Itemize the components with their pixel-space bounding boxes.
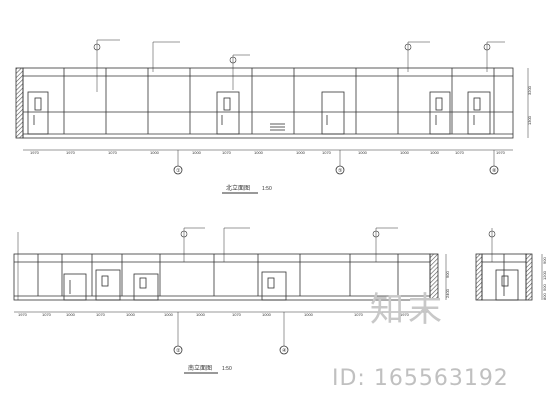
bottom-dim-9: 1000 [262, 312, 272, 317]
top-dim-13: 1070 [455, 150, 465, 155]
top-dim-2: 1970 [66, 150, 76, 155]
top-elevation [15, 39, 529, 175]
bottom-dim-1: 1970 [18, 312, 28, 317]
wall-hatch-left [15, 67, 24, 139]
top-facade-frame [22, 67, 514, 139]
bottom-scale: 1:50 [222, 366, 232, 372]
top-axis-2: ⑤ [338, 168, 343, 174]
bottom-height-1: 900 [445, 271, 450, 278]
bottom-dim-10: 1000 [304, 312, 314, 317]
bottom-dim-5: 1000 [126, 312, 136, 317]
top-door-4 [429, 91, 451, 135]
top-title: 北立面图 [226, 184, 250, 192]
bottom-door-1 [63, 273, 87, 301]
side-height-3: 500 [542, 284, 547, 291]
top-dim-5: 1000 [192, 150, 202, 155]
top-door-2 [216, 91, 240, 135]
bottom-door-2 [95, 269, 121, 301]
side-height-2: 1200 [542, 270, 547, 280]
top-height-2: 1300 [527, 115, 532, 125]
bottom-leaders [183, 227, 398, 262]
top-dim-4: 1000 [150, 150, 160, 155]
side-wall-hatch-right [525, 253, 533, 301]
top-door-1 [27, 91, 49, 135]
top-dim-3: 1070 [108, 150, 118, 155]
top-door-3 [321, 91, 345, 135]
top-door-5 [467, 91, 491, 135]
top-dim-10: 1000 [358, 150, 368, 155]
top-dim-8: 1000 [296, 150, 306, 155]
top-axis-1: ① [176, 168, 181, 174]
side-door [495, 269, 519, 301]
top-dim-1: 1970 [30, 150, 40, 155]
top-height-1: 3200 [527, 85, 532, 95]
top-dim-11: 1000 [400, 150, 410, 155]
bottom-title: 南立面图 [188, 364, 212, 372]
bottom-dim-4: 1070 [96, 312, 106, 317]
top-mullions [63, 68, 495, 134]
top-leader-dots [93, 43, 491, 64]
bottom-door-4 [261, 271, 287, 301]
side-wall-hatch-left [475, 253, 483, 301]
bottom-dim-3: 1000 [66, 312, 76, 317]
bottom-dim-2: 1070 [42, 312, 52, 317]
bottom-dim-12: 1970 [400, 312, 410, 317]
bottom-dim-8: 1070 [232, 312, 242, 317]
bottom-dim-11: 1070 [354, 312, 364, 317]
top-axis-3: ⑧ [492, 168, 497, 174]
bottom-mullions [37, 254, 399, 296]
top-scale: 1:50 [262, 186, 272, 192]
bottom-axis-1: ② [176, 348, 181, 354]
watermark-logo: 知末 [370, 290, 446, 330]
side-height-4: 800 [542, 293, 547, 300]
side-height-1: 900 [542, 257, 547, 264]
top-dim-6: 1070 [222, 150, 232, 155]
side-elevation [475, 228, 543, 301]
top-dim-12: 1000 [430, 150, 440, 155]
bottom-dim-7: 1000 [196, 312, 206, 317]
top-vent [270, 123, 285, 131]
top-dim-9: 1070 [322, 150, 332, 155]
bottom-height-2: 2400 [445, 288, 450, 298]
bottom-dim-6: 1000 [164, 312, 174, 317]
wall-hatch-bottom-right [429, 253, 439, 301]
watermark-id: ID: 165563192 [332, 366, 509, 391]
bottom-axis-2: ④ [282, 348, 287, 354]
top-dim-14: 1970 [496, 150, 506, 155]
bottom-elevation [13, 227, 447, 355]
bottom-door-3 [133, 273, 159, 301]
top-dim-7: 1000 [254, 150, 264, 155]
bottom-facade-frame [13, 253, 431, 301]
top-leaders [96, 39, 505, 92]
